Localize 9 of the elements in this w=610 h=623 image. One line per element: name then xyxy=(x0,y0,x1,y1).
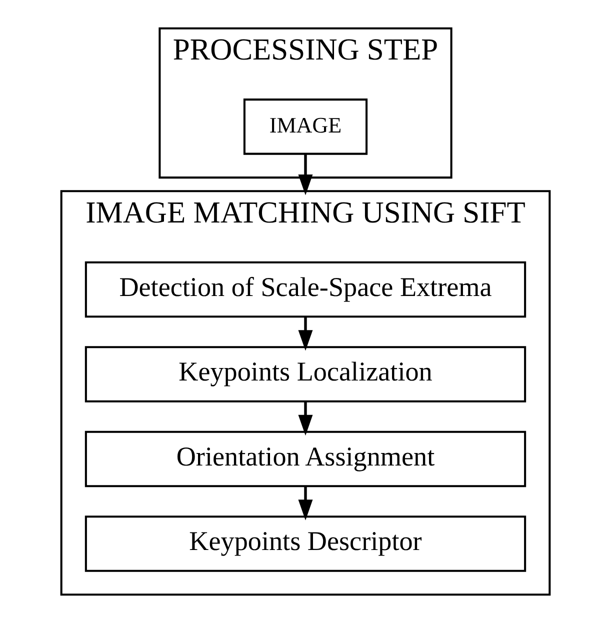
arrow xyxy=(298,402,312,436)
node-box: Detection of Scale-Space Extrema xyxy=(84,261,526,318)
arrow xyxy=(298,316,312,351)
arrow xyxy=(298,486,312,520)
arrow xyxy=(298,154,312,196)
node-box: Keypoints Descriptor xyxy=(84,516,526,572)
node-box: Orientation Assignment xyxy=(84,430,526,488)
node-box: IMAGE xyxy=(242,98,368,155)
node-box: Keypoints Localization xyxy=(84,346,526,402)
